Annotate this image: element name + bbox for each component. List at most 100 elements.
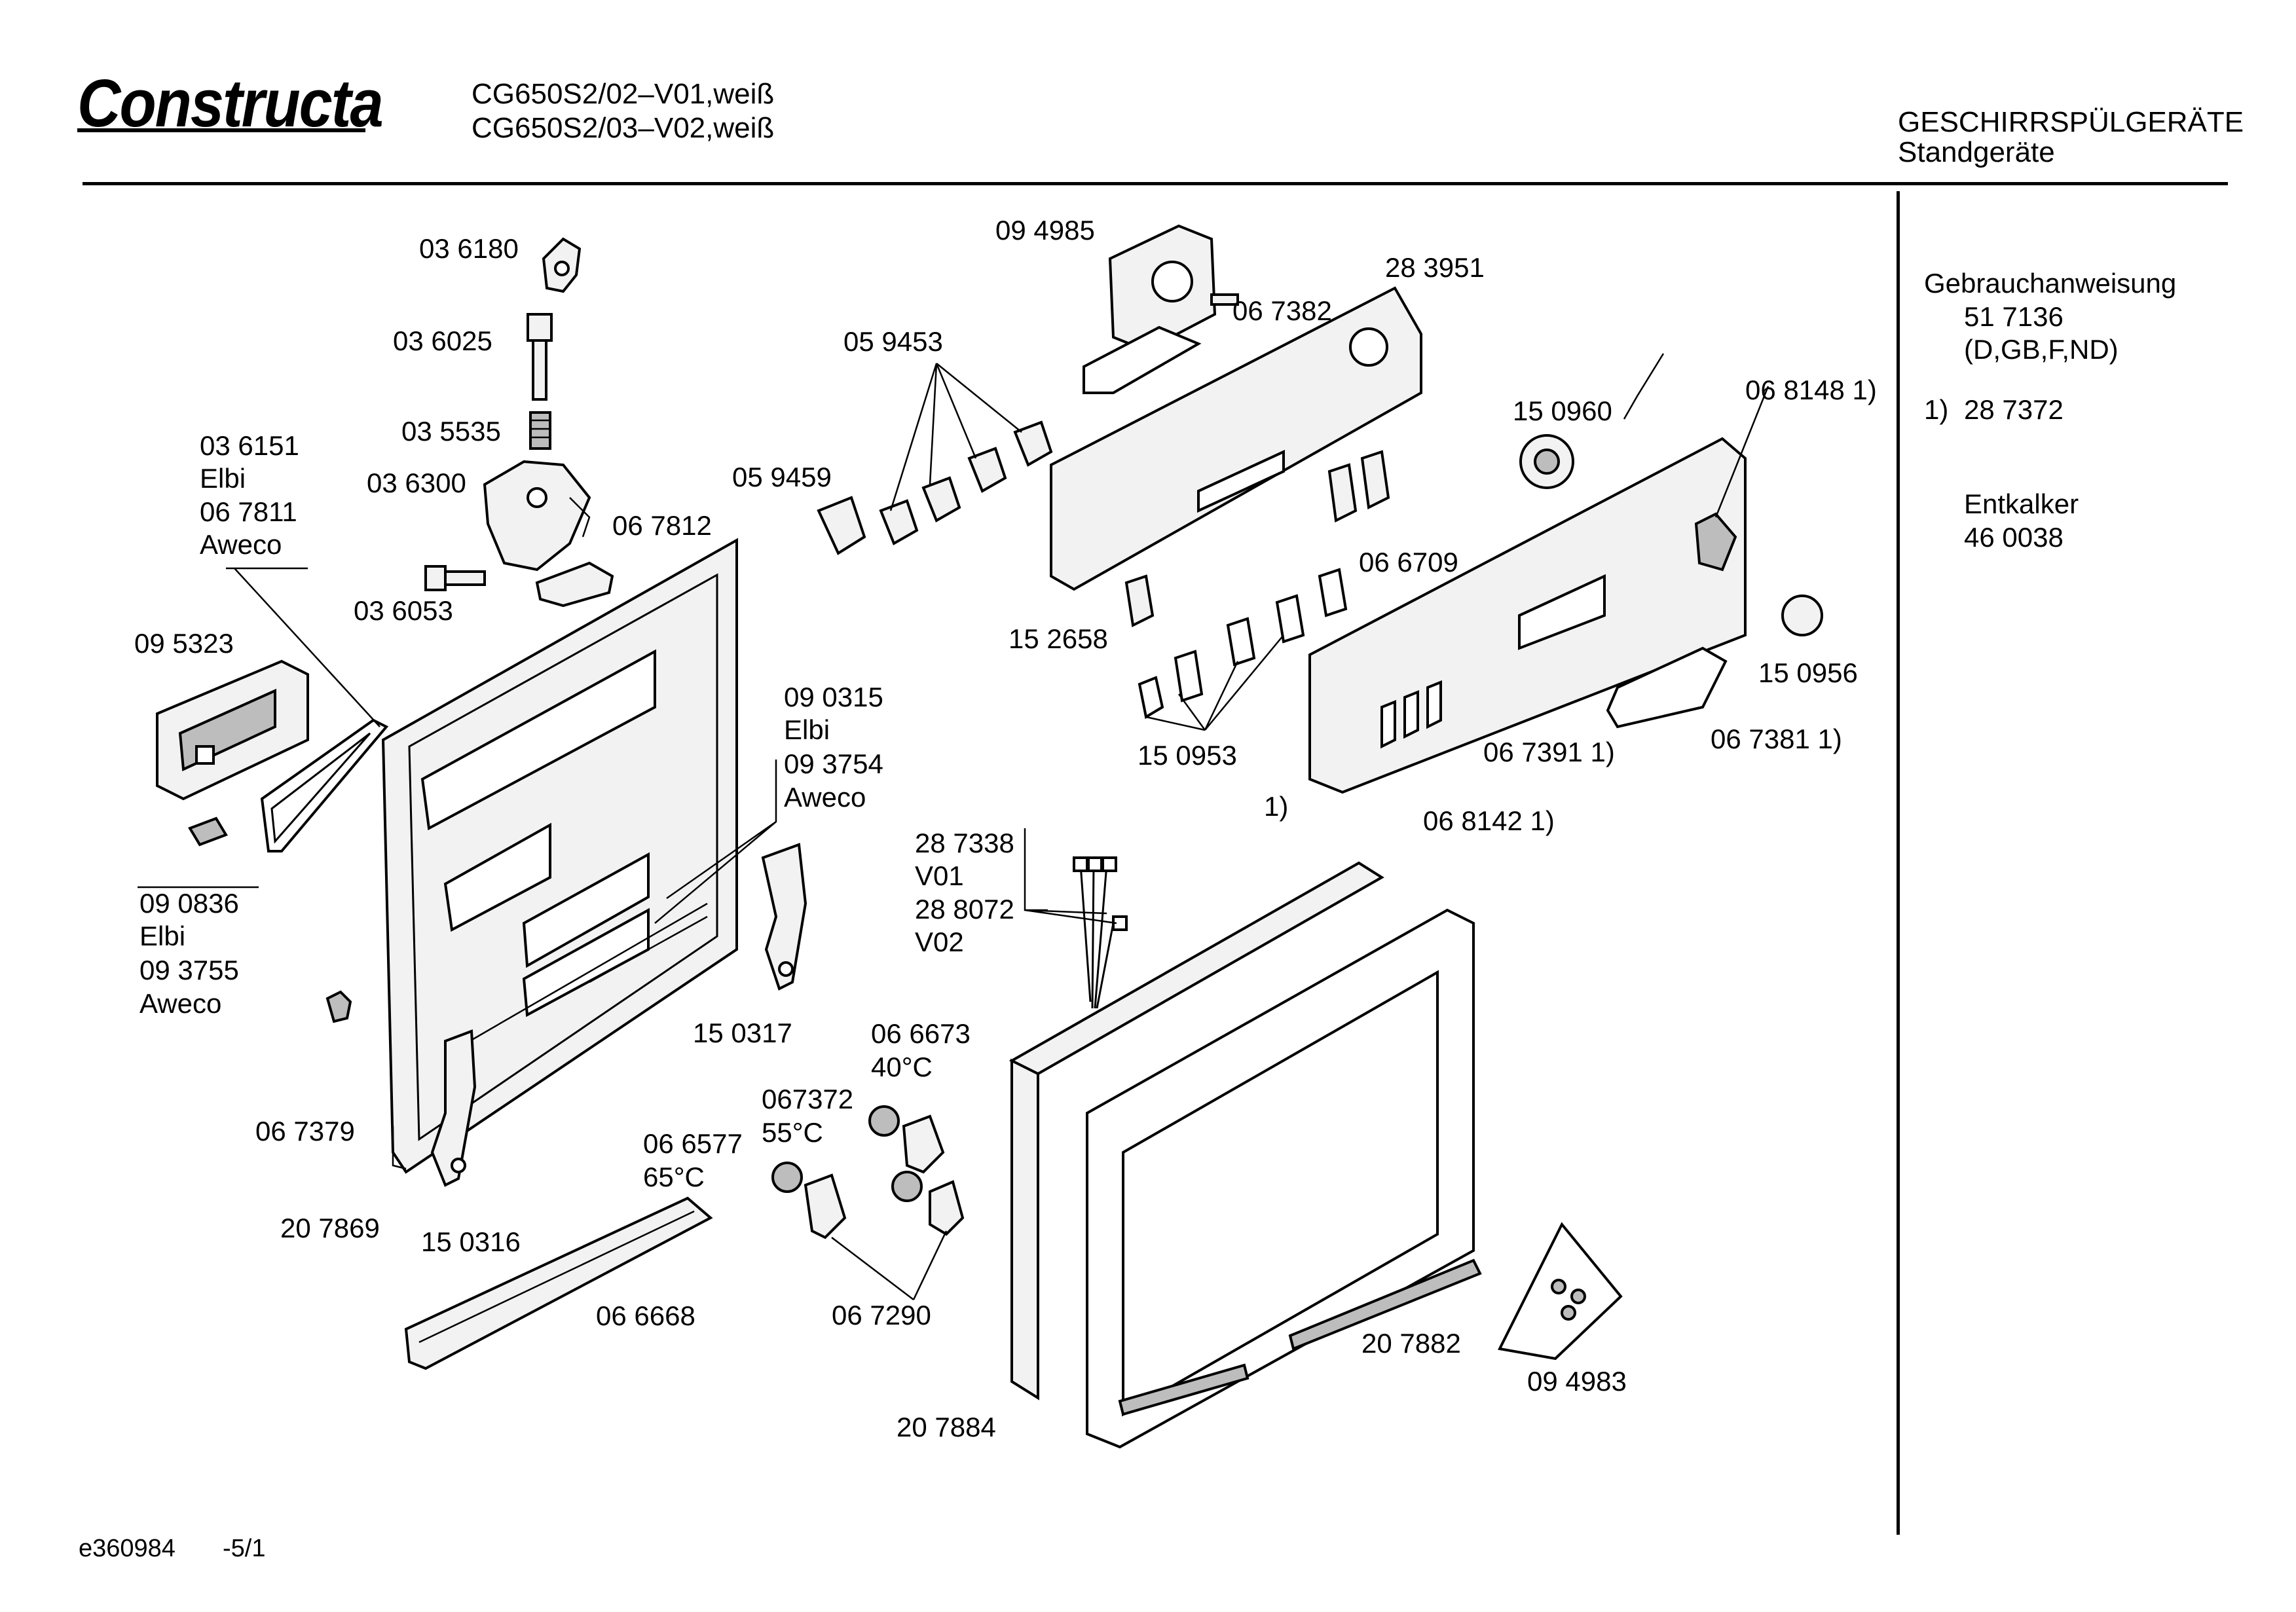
latch-bracket-part [535,561,614,608]
descaler-number: 46 0038 [1964,522,2064,553]
part-label: 28 7338 [915,828,1014,858]
footnote-number: 28 7372 [1964,394,2064,425]
outer-door-frame-back [1009,861,1384,1401]
part-label: Aweco [200,529,282,560]
outer-door-frame-front [1086,908,1475,1449]
part-label: 15 2658 [1009,623,1108,654]
part-label: 067372 [762,1084,854,1114]
part-label: Aweco [139,988,222,1019]
brand-underline [77,128,365,132]
knob-small-left [325,990,352,1023]
manual-languages: (D,GB,F,ND) [1964,334,2119,365]
part-label: 09 3755 [139,955,239,985]
small-knob-part [1781,595,1823,636]
screw-part [424,565,486,591]
drawing-id: e360984 [79,1535,176,1562]
part-label: 09 4985 [995,215,1095,246]
part-label: 03 6151 [200,430,299,461]
part-label: 55°C [762,1117,823,1148]
spare-parts-bag [1498,1222,1623,1361]
part-label: 06 7290 [832,1300,931,1330]
part-label: 06 8142 1) [1423,805,1555,836]
part-label: 06 6709 [1359,547,1458,577]
part-label: V01 [915,860,964,891]
part-label: 06 6668 [596,1300,695,1331]
part-label: 06 7382 [1232,295,1332,326]
model-line-1: CG650S2/02–V01,weiß [472,78,775,110]
part-label: 28 3951 [1385,252,1485,283]
part-label: 15 0956 [1758,657,1858,688]
part-label: 1) [1264,791,1289,822]
part-label: 05 9459 [732,462,832,492]
door-seal-frame [260,718,389,852]
part-label: 09 5323 [134,628,234,659]
cable-harness [1073,856,1128,1009]
leader-lines [138,353,1769,1300]
footnote-mark: 1) [1924,394,1949,425]
page-number: -5/1 [223,1535,266,1562]
part-label: 15 0960 [1513,395,1612,426]
sidebar-divider [1897,191,1900,1535]
control-fascia-panel [1308,437,1747,794]
part-label: 03 6180 [419,233,519,264]
part-label: 15 0316 [421,1226,521,1257]
manual-number: 51 7136 [1964,301,2064,332]
part-label: 28 8072 [915,894,1014,925]
part-label: 03 5535 [401,416,501,447]
part-label: 15 0953 [1138,740,1237,771]
category-title: GESCHIRRSPÜLGERÄTE [1898,106,2244,138]
part-label: 06 7811 [200,496,297,527]
part-label: 06 8148 1) [1745,375,1877,405]
descaler-label: Entkalker [1964,488,2079,519]
indicator-lens-part [1606,646,1728,729]
hinge-bracket-right [761,843,807,991]
thermostat-parts [771,1105,965,1239]
part-label: 06 7812 [612,510,712,541]
part-label: 03 6025 [393,325,492,356]
rotary-knob-part [1519,434,1574,489]
part-label: 06 7381 1) [1711,724,1842,754]
power-switches [1124,450,1390,628]
part-label: 05 9453 [843,326,943,357]
latch-top-part [542,237,582,293]
part-label: 40°C [871,1052,933,1082]
control-panel-frame [1050,286,1422,591]
manual-label: Gebrauchanweisung [1924,268,2177,299]
hinge-bracket-left [430,1029,477,1187]
part-label: 06 6673 [871,1018,971,1049]
part-label: 20 7882 [1361,1328,1461,1359]
door-control-unit [156,659,309,801]
part-label: Elbi [784,714,830,745]
header-rule [83,182,2228,185]
part-label: 03 6053 [354,595,453,626]
part-label: 06 7379 [255,1116,355,1146]
part-label: 03 6300 [367,467,466,498]
part-label: 20 7869 [280,1213,380,1243]
inner-door-panel [381,538,738,1174]
category-subtitle: Standgeräte [1898,136,2055,168]
part-label: Aweco [784,782,866,813]
latch-switch-small [188,816,228,847]
part-label: 09 0836 [139,888,239,919]
push-buttons [1138,568,1348,720]
part-label: 06 7391 1) [1483,737,1615,767]
part-label: 20 7884 [897,1412,996,1442]
part-label: 09 0315 [784,682,883,712]
latch-pin-part [527,313,553,401]
part-label: Elbi [200,463,246,494]
part-label: 06 6577 [643,1128,743,1159]
bottom-trim-strips [1118,1258,1482,1416]
programme-timer-part [1108,224,1239,352]
part-label: 15 0317 [693,1017,792,1048]
spring-part [529,411,551,450]
part-label: 65°C [643,1162,705,1192]
selector-switches [817,420,1053,555]
part-label: 09 4983 [1527,1366,1627,1397]
kickstrip-rail [404,1196,713,1370]
model-line-2: CG650S2/03–V02,weiß [472,112,775,144]
part-label: V02 [915,926,964,957]
part-label: 09 3754 [784,748,883,779]
part-label: Elbi [139,921,186,951]
